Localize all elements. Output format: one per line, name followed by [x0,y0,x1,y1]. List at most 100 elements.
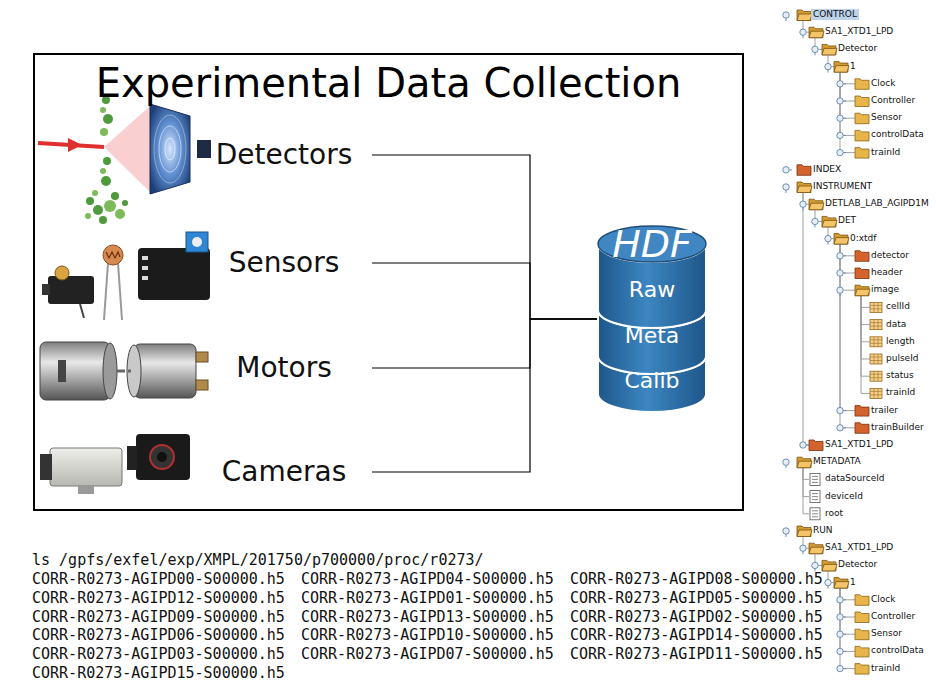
illustration-part [115,209,125,219]
console-text: CORR-R0273-AGIPD01-S00000.h5 [301,590,554,606]
folder-flap [797,186,812,193]
folder-icon [809,27,823,38]
illustration-part [192,237,202,247]
illustration-part [104,263,108,320]
console-text: CORR-R0273-AGIPD10-S00000.h5 [301,627,554,643]
cylinder-label: Meta [597,323,707,349]
dataset-icon [870,354,882,364]
console-text: CORR-R0273-AGIPD13-S00000.h5 [301,609,554,625]
tree-item: 0:xtdf [850,233,877,244]
expander-stem [843,427,846,428]
expander-stem [843,410,846,411]
expander-stem [840,293,841,296]
tree-item: status [886,370,914,381]
folder-flap [822,48,837,55]
tree-expander [800,29,806,35]
illustration-part [40,454,52,480]
tree-item: INSTRUMENT [813,181,872,192]
tree-line [803,496,809,497]
illustration-part [86,197,94,205]
node-label: Cameras [222,455,346,488]
folder-icon [855,595,869,606]
illustration-part [103,343,117,399]
tree-item: header [871,267,903,278]
illustration-part [136,434,190,480]
tree-line [861,393,870,394]
folder-icon [855,406,869,417]
tree-item: CONTROL [811,9,859,20]
console-text: CORR-R0273-AGIPD11-S00000.h5 [570,646,823,662]
folder-icon [855,79,869,90]
expander-stem [815,53,816,56]
tree-line [861,376,870,377]
folder-icon [834,578,848,589]
illustration-part [78,486,94,494]
illustration-part [42,284,50,295]
dataset-grid [870,354,882,364]
expander-stem [786,465,787,468]
illustration-part [68,138,82,152]
console-text: CORR-R0273-AGIPD02-S00000.h5 [570,609,823,625]
folder-icon [809,199,823,210]
expander-stem [843,101,846,102]
folder-icon [855,285,869,296]
expander-stem [843,135,846,136]
tree-expander [825,235,831,241]
illustration-part [154,115,186,183]
tree-item: controlData [871,645,924,656]
tree-item: trainId [871,663,900,674]
folder-flap [834,66,849,73]
illustration-part [134,344,196,398]
expander-stem [843,634,846,635]
expander-stem [843,599,846,600]
dataset-grid [870,302,882,312]
folder-flap [834,582,849,589]
folder-icon [855,148,869,159]
dataset-icon [870,388,882,398]
expander-stem [786,18,787,21]
illustration-part [106,252,120,258]
source-node: Cameras [196,452,372,492]
motor-illustration [40,342,208,400]
source-node: Detectors [196,135,372,175]
tree-item: dataSourceId [825,473,885,484]
expander-stem [828,242,829,245]
expander-stem [803,207,804,210]
tree-item: SA1_XTD1_LPD [825,542,893,553]
tree-item: detector [871,250,909,261]
tree-expander [837,631,843,637]
illustration-part [127,345,141,397]
tree-item: controlData [871,129,924,140]
tree-item: length [886,336,915,347]
console-text: CORR-R0273-AGIPD15-S00000.h5 [32,665,285,681]
tree-item: Detector [838,559,877,570]
tree-expander [800,545,806,551]
tree-item: Clock [871,594,895,605]
illustration-part [150,445,174,469]
illustration-part [159,126,181,172]
illustration-part [128,370,131,373]
folder-icon [855,646,869,657]
tree-expander [837,614,843,620]
illustration-part [197,140,211,158]
illustration-part [138,248,210,300]
expander-stem [843,668,846,669]
tree-item: Controller [871,95,915,106]
expander-stem [843,83,846,84]
tree-item: trailer [871,405,898,416]
illustration-part [100,107,106,113]
attribute-icon [810,473,820,485]
tree-item: DETLAB_LAB_AGIPD1M [825,198,929,209]
folder-flap [809,31,824,38]
illustration-part [80,304,84,318]
tree-item: cellId [886,301,910,312]
tree-expander [837,98,843,104]
console-text: CORR-R0273-AGIPD09-S00000.h5 [32,609,285,625]
folder-icon [855,629,869,640]
tree-line [861,359,870,360]
title-line: Experimental Data Collection [35,59,742,107]
tree-expander [783,459,789,465]
illustration-part [186,232,208,252]
expander-stem [828,70,829,73]
illustration-part [150,104,190,194]
